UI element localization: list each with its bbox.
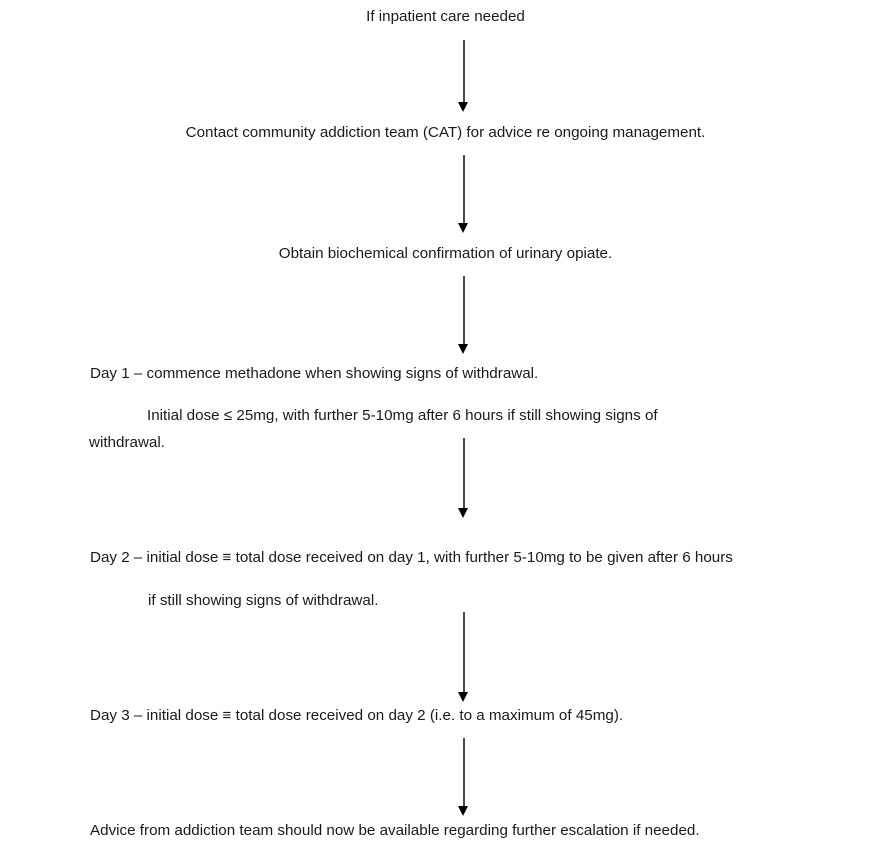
paragraph-first-line: Initial dose ≤ 25mg, with further 5-10mg… (147, 407, 658, 424)
arrow-head-icon (458, 223, 469, 233)
flow-step-contact-cat: Contact community addiction team (CAT) f… (185, 124, 706, 141)
arrow-head-icon (458, 508, 469, 518)
flow-step-day-2-line-1: Day 2 – initial dose ≡ total dose receiv… (90, 549, 733, 566)
arrow-head-icon (458, 102, 469, 112)
flow-step-day-1: Day 1 – commence methadone when showing … (90, 365, 539, 382)
flow-step-biochemical-confirmation: Obtain biochemical confirmation of urina… (278, 245, 613, 262)
flow-step-day-2-line-2: if still showing signs of withdrawal. (148, 592, 379, 609)
arrow-head-icon (458, 344, 469, 354)
flow-step-day-3: Day 3 – initial dose ≡ total dose receiv… (90, 707, 624, 724)
arrow-stem (463, 155, 465, 223)
arrow-stem (463, 438, 465, 508)
arrow-stem (463, 612, 465, 692)
arrow-stem (463, 40, 465, 102)
flow-step-day-1-dose-paragraph: Initial dose ≤ 25mg, with further 5-10mg… (89, 402, 849, 456)
flow-step-addiction-team-advice: Advice from addiction team should now be… (90, 822, 700, 839)
flow-step-inpatient-care: If inpatient care needed (366, 8, 525, 25)
arrow-head-icon (458, 692, 469, 702)
flow-step-day-2: Day 2 – initial dose ≡ total dose receiv… (90, 545, 850, 614)
arrow-stem (463, 276, 465, 344)
arrow-head-icon (458, 806, 469, 816)
arrow-stem (463, 738, 465, 806)
paragraph-continuation-line: withdrawal. (89, 434, 165, 451)
